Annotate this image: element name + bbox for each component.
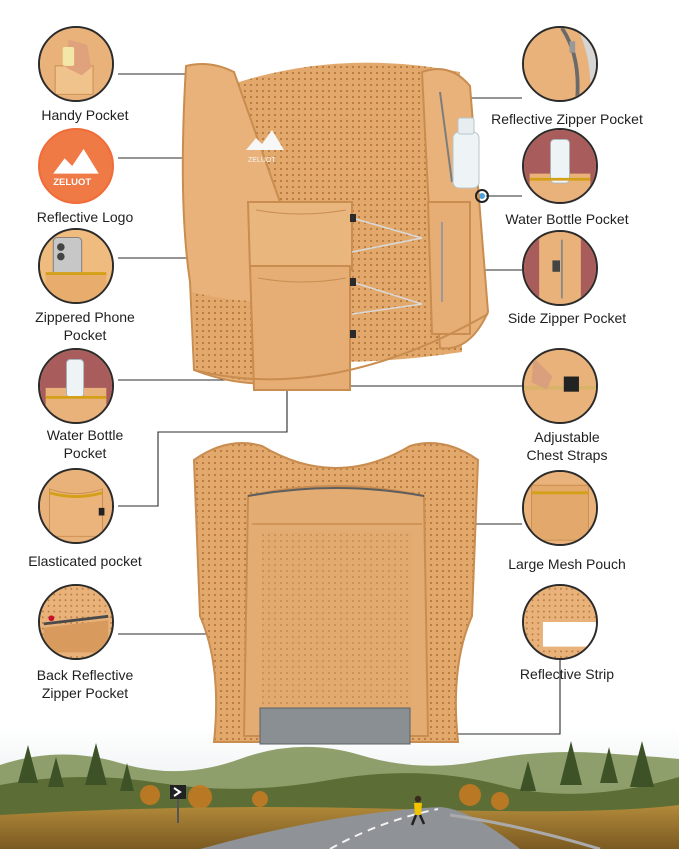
reflective-logo-label: Reflective Logo [36,209,134,225]
zippered-phone-pocket-label: Zippered Phone Pocket [35,309,135,343]
elasticated-pocket-label: Elasticated pocket [28,553,142,569]
reflective-zipper-pocket-label: Reflective Zipper Pocket [491,111,643,127]
vest-front-image: ZELUOT [181,62,490,391]
vest-back-image [192,442,480,745]
water-bottle-pocket-right-label: Water Bottle Pocket [505,211,629,227]
mesh-icon [522,470,598,546]
svg-text:ZELUOT: ZELUOT [53,177,91,188]
water-bottle-pocket-left-label: Water Bottle Pocket [46,427,124,461]
handy-pocket-icon [38,26,114,102]
adjustable-chest-straps-label: Adjustable Chest Straps [526,429,608,463]
road-sign [170,785,186,823]
reflective-strip-icon [522,584,598,660]
mountain-logo-icon: ZELUOT [246,130,284,164]
reflective-strip-label: Reflective Strip [519,666,615,682]
runner-figure [410,795,426,826]
elastic-pocket-icon [38,468,114,544]
bottle-icon [522,128,598,204]
zipper-icon [38,584,114,660]
phone-icon [38,228,114,304]
zipper-icon [522,230,598,306]
mountain-logo-icon: ZELUOT [38,128,114,204]
handy-pocket-label: Handy Pocket [41,107,129,123]
soft-flask-bottle [452,117,489,203]
reflective-strip-panel [259,707,411,745]
buckle-icon [522,348,598,424]
large-mesh-pouch-label: Large Mesh Pouch [508,556,626,572]
forest-road-scene [0,725,679,849]
svg-text:ZELUOT: ZELUOT [248,157,276,164]
bottle-icon [38,348,114,424]
back-reflective-zipper-pocket-label: Back Reflective Zipper Pocket [36,667,134,701]
zipper-icon [522,26,598,102]
side-zipper-pocket-label: Side Zipper Pocket [507,310,627,326]
